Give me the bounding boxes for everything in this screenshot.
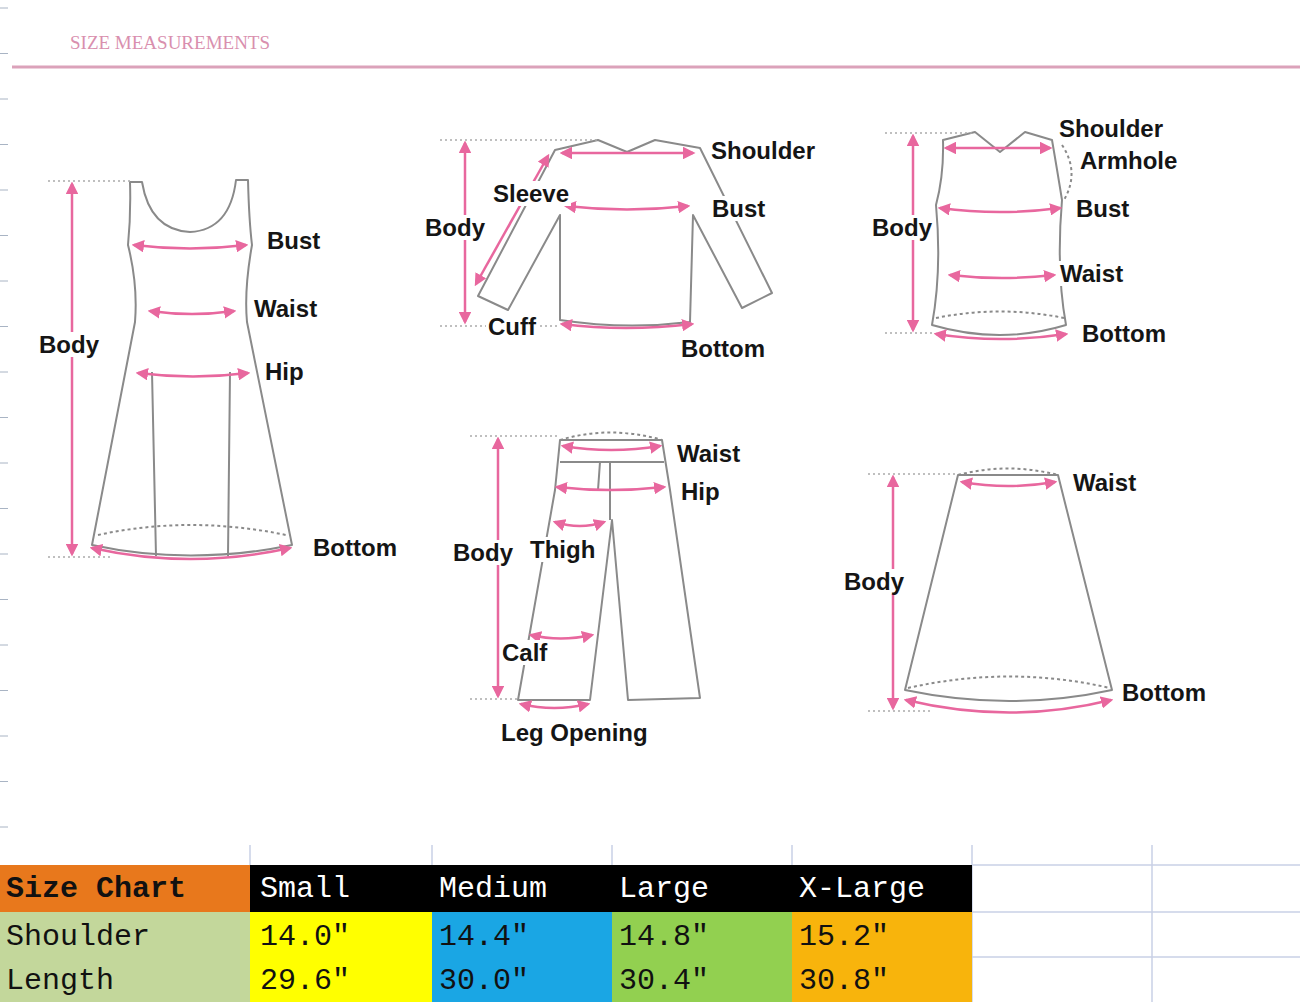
- sheet-grid: [250, 845, 1300, 1002]
- sheet-tick: [0, 645, 8, 646]
- measure-label: Thigh: [528, 537, 597, 562]
- measure-label: Bust: [710, 196, 767, 221]
- sheet-tick: [0, 781, 8, 782]
- measure-label: Body: [870, 215, 934, 240]
- measure-label: Leg Opening: [499, 720, 650, 745]
- measure-label: Calf: [500, 640, 549, 665]
- measure-label: Hip: [679, 479, 722, 504]
- table-cell: 29.6″: [260, 966, 350, 996]
- measure-label: Sleeve: [491, 181, 571, 206]
- measure-label: Shoulder: [1057, 116, 1165, 141]
- table-cell: X-Large: [799, 874, 925, 904]
- sheet-tick: [0, 99, 8, 100]
- measure-label: Bust: [1074, 196, 1131, 221]
- tank-outline: [932, 132, 1066, 335]
- sheet-tick: [0, 508, 8, 509]
- sheet-tick: [0, 599, 8, 600]
- dress-outline: [92, 180, 292, 556]
- measure-label: Waist: [675, 441, 742, 466]
- measure-label: Bust: [265, 228, 322, 253]
- sheet-tick: [0, 463, 8, 464]
- table-cell: Large: [619, 874, 709, 904]
- table-cell: Size Chart: [6, 874, 186, 904]
- measure-label: Waist: [252, 296, 319, 321]
- skirt-outline: [905, 475, 1112, 701]
- measure-label: Body: [842, 569, 906, 594]
- table-cell: 30.4″: [619, 966, 709, 996]
- sheet-tick: [0, 326, 8, 327]
- table-cell: 14.0″: [260, 922, 350, 952]
- measure-label: Bottom: [1120, 680, 1208, 705]
- measure-label: Waist: [1071, 470, 1138, 495]
- table-cell: Medium: [439, 874, 547, 904]
- measure-label: Body: [423, 215, 487, 240]
- measure-label: Bottom: [311, 535, 399, 560]
- sheet-tick: [0, 554, 8, 555]
- table-cell: 14.4″: [439, 922, 529, 952]
- title-rule: [12, 66, 1300, 69]
- top-outline: [478, 140, 772, 326]
- sheet-tick: [0, 281, 8, 282]
- measure-label: Shoulder: [709, 138, 817, 163]
- sheet-tick: [0, 372, 8, 373]
- table-cell: Shoulder: [6, 922, 150, 952]
- sheet-tick: [0, 190, 8, 191]
- table-cell: Length: [6, 966, 114, 996]
- measure-label: Body: [37, 332, 101, 357]
- table-cell: 30.0″: [439, 966, 529, 996]
- table-cell: 15.2″: [799, 922, 889, 952]
- sheet-tick: [0, 235, 8, 236]
- measure-label: Hip: [263, 359, 306, 384]
- sheet-tick: [0, 827, 8, 828]
- size-table: [0, 865, 972, 1002]
- measure-lines: [72, 136, 1111, 713]
- measure-label: Cuff: [486, 314, 538, 339]
- table-cell: 30.8″: [799, 966, 889, 996]
- page-title: SIZE MEASUREMENTS: [70, 33, 270, 53]
- measure-label: Armhole: [1078, 148, 1179, 173]
- measure-label: Body: [451, 540, 515, 565]
- measure-label: Waist: [1058, 261, 1125, 286]
- sheet-tick: [0, 690, 8, 691]
- measure-label: Bottom: [1080, 321, 1168, 346]
- sheet-tick: [0, 8, 8, 9]
- sheet-tick: [0, 53, 8, 54]
- measure-label: Bottom: [679, 336, 767, 361]
- table-cell: 14.8″: [619, 922, 709, 952]
- table-cell: Small: [260, 874, 350, 904]
- sheet-tick: [0, 736, 8, 737]
- sheet-tick: [0, 417, 8, 418]
- sheet-tick: [0, 144, 8, 145]
